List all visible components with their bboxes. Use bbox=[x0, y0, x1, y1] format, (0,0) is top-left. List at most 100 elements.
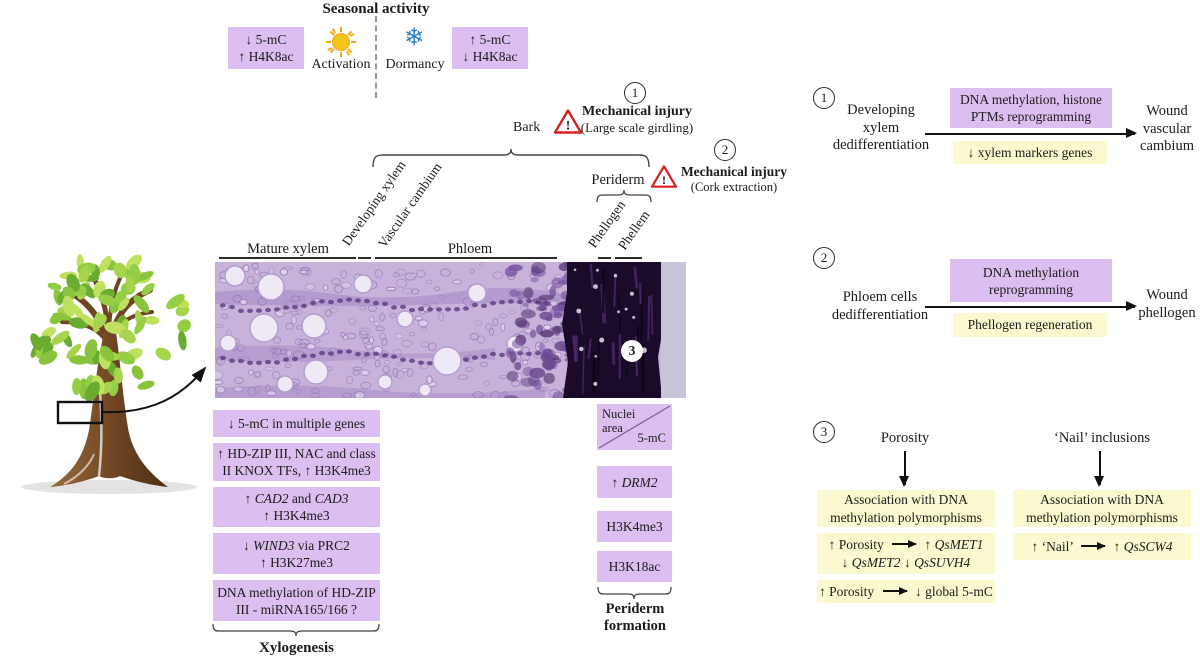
porosity-genes-line2: ↓ QsMET2 ↓ QsSUVH4 bbox=[841, 554, 971, 570]
injury1-title: Mechanical injury bbox=[581, 104, 693, 119]
h3k4me3-box: H3K4me3 bbox=[597, 511, 672, 542]
flow1-left-line3: dedifferentiation bbox=[832, 137, 930, 153]
porosity-association-line1: Association with DNA bbox=[844, 491, 968, 507]
nail-association-line2: methylation polymorphisms bbox=[1026, 509, 1178, 525]
porosity-genes-box: ↑ Porosity ↑ QsMET1 ↓ QsMET2 ↓ QsSUVH4 bbox=[817, 533, 995, 574]
xylogenesis-box-3-line2: ↑ H3K4me3 bbox=[263, 508, 330, 523]
nail-gene-text: ↑ ‘Nail’ ↑ QsSCW4 bbox=[1031, 538, 1173, 554]
xylogenesis-box-4-line1: ↓ WIND3 via PRC2 bbox=[243, 537, 350, 553]
flow2-top-box: DNA methylation reprogramming bbox=[950, 259, 1112, 302]
stem-cross-section-micrograph: 3 bbox=[212, 258, 686, 402]
nail-down-arrow bbox=[1093, 451, 1105, 487]
flow1-arrow bbox=[925, 127, 1137, 139]
seasonal-left-line2: ↑ H4K8ac bbox=[238, 49, 294, 64]
drm2-box: ↑ DRM2 bbox=[597, 466, 672, 498]
seasonal-right-box: ↑ 5-mC ↓ H4K8ac bbox=[452, 27, 528, 69]
flow2-bottom-box: Phellogen regeneration bbox=[953, 313, 1107, 337]
sample-arrow bbox=[101, 366, 207, 414]
periderm-formation-line2: formation bbox=[603, 618, 666, 634]
injury2-title: Mechanical injury bbox=[680, 164, 788, 179]
flow1-left-line1: Developing bbox=[847, 102, 915, 118]
flow2-right-line2: phellogen bbox=[1138, 304, 1196, 321]
flow1-right-text: Wound vascular cambium bbox=[1134, 103, 1200, 156]
flow1-top-box: DNA methylation, histone PTMs reprogramm… bbox=[950, 88, 1112, 128]
warning-triangle-icon: ! bbox=[553, 109, 583, 134]
flow2-right-line1: Wound bbox=[1146, 287, 1188, 303]
nuclei-label-line2: area bbox=[602, 421, 623, 435]
seasonal-right-line1: ↑ 5-mC bbox=[469, 32, 511, 47]
xylogenesis-brace bbox=[212, 623, 380, 637]
micrograph-marker-3: 3 bbox=[621, 340, 643, 362]
activation-label: Activation bbox=[311, 57, 371, 72]
warning-triangle-icon: ! bbox=[650, 165, 678, 188]
tree-illustration bbox=[21, 254, 207, 494]
tree-canopy bbox=[30, 254, 191, 402]
svg-text:!: ! bbox=[566, 118, 570, 133]
flow1-top-box-line2: PTMs reprogramming bbox=[970, 109, 1092, 124]
developing-xylem-tick bbox=[358, 257, 371, 259]
drm2-text: ↑ DRM2 bbox=[611, 474, 658, 490]
flow1-bottom-box: ↓ xylem markers genes bbox=[953, 141, 1107, 164]
dormancy-label: Dormancy bbox=[385, 57, 445, 72]
nuclei-label-line1: Nuclei bbox=[602, 407, 636, 421]
h3k18ac-box: H3K18ac bbox=[597, 551, 672, 582]
phellem-tick bbox=[615, 257, 642, 259]
xylogenesis-box-3: ↑ CAD2 and CAD3 ↑ H3K4me3 bbox=[213, 487, 380, 527]
seasonal-left-line1: ↓ 5-mC bbox=[245, 32, 287, 47]
periderm-formation-brace bbox=[597, 586, 672, 600]
h3k4me3-text: H3K4me3 bbox=[606, 519, 663, 534]
nail-association-line1: Association with DNA bbox=[1040, 491, 1164, 507]
phloem-label: Phloem bbox=[447, 241, 493, 257]
flow2-arrow bbox=[925, 300, 1137, 312]
micrograph-image bbox=[212, 258, 686, 402]
flow2-number-badge: 2 bbox=[813, 247, 835, 269]
flow1-right-line1: Wound bbox=[1146, 103, 1188, 119]
porosity-association-line2: methylation polymorphisms bbox=[830, 509, 982, 525]
flow1-number-badge: 1 bbox=[813, 87, 835, 109]
h3k18ac-text: H3K18ac bbox=[608, 559, 661, 574]
nail-inclusions-title: ‘Nail’ inclusions bbox=[1054, 430, 1150, 446]
seasonal-right-line2: ↓ H4K8ac bbox=[462, 49, 518, 64]
diagonal-divider bbox=[598, 405, 671, 449]
phellogen-tick bbox=[598, 257, 611, 259]
xylogenesis-box-2-line1: ↑ HD-ZIP III, NAC and class bbox=[217, 446, 376, 461]
flow1-right-line2: vascular bbox=[1142, 120, 1192, 137]
flow2-top-box-line2: reprogramming bbox=[989, 281, 1073, 297]
mature-xylem-underline bbox=[219, 257, 356, 259]
tree-shadow bbox=[21, 480, 197, 494]
injury1-subtitle: (Large scale girdling) bbox=[580, 120, 694, 135]
mature-xylem-label: Mature xylem bbox=[247, 241, 329, 257]
xylogenesis-label: Xylogenesis bbox=[259, 640, 334, 656]
xylogenesis-box-4-line2: ↑ H3K27me3 bbox=[259, 554, 334, 570]
porosity-down-arrow bbox=[898, 451, 910, 487]
nail-association-box: Association with DNA methylation polymor… bbox=[1013, 490, 1191, 527]
nuclei-label-5mc: 5-mC bbox=[637, 431, 666, 445]
injury2-number-badge: 2 bbox=[714, 139, 736, 161]
seasonal-activity-title: Seasonal activity bbox=[322, 1, 430, 17]
flow1-top-box-line1: DNA methylation, histone bbox=[959, 92, 1103, 107]
flow2-bottom-box-text: Phellogen regeneration bbox=[967, 317, 1093, 332]
nail-gene-box: ↑ ‘Nail’ ↑ QsSCW4 bbox=[1013, 533, 1191, 560]
svg-text:!: ! bbox=[662, 173, 666, 187]
flow2-left-line2: dedifferentiation bbox=[831, 306, 929, 323]
flow1-left-text: Developing xylem dedifferentiation bbox=[822, 102, 940, 155]
porosity-association-box: Association with DNA methylation polymor… bbox=[817, 490, 995, 527]
xylogenesis-box-4: ↓ WIND3 via PRC2 ↑ H3K27me3 bbox=[213, 533, 380, 574]
flow2-right-text: Wound phellogen bbox=[1131, 287, 1200, 322]
flow1-bottom-box-text: ↓ xylem markers genes bbox=[967, 144, 1093, 160]
periderm-formation-label: Periderm formation bbox=[582, 601, 688, 635]
porosity-global-text: ↑ Porosity ↓ global 5-mC bbox=[819, 583, 993, 599]
xylogenesis-box-5-line2: III - miRNA165/166 ? bbox=[235, 601, 358, 617]
xylogenesis-box-1: ↓ 5-mC in multiple genes bbox=[213, 410, 380, 437]
xylogenesis-box-5: DNA methylation of HD-ZIP III - miRNA165… bbox=[213, 580, 380, 621]
season-divider bbox=[375, 16, 377, 98]
porosity-global-box: ↑ Porosity ↓ global 5-mC bbox=[817, 580, 995, 603]
porosity-title: Porosity bbox=[880, 430, 930, 446]
nuclei-area-box: Nuclei area 5-mC bbox=[597, 404, 672, 450]
flow2-top-box-line1: DNA methylation bbox=[982, 264, 1080, 280]
flow2-left-text: Phloem cells dedifferentiation bbox=[818, 289, 942, 324]
sun-icon bbox=[326, 27, 356, 57]
xylogenesis-box-3-line1: ↑ CAD2 and CAD3 bbox=[244, 491, 349, 506]
tree-trunk bbox=[50, 332, 168, 487]
